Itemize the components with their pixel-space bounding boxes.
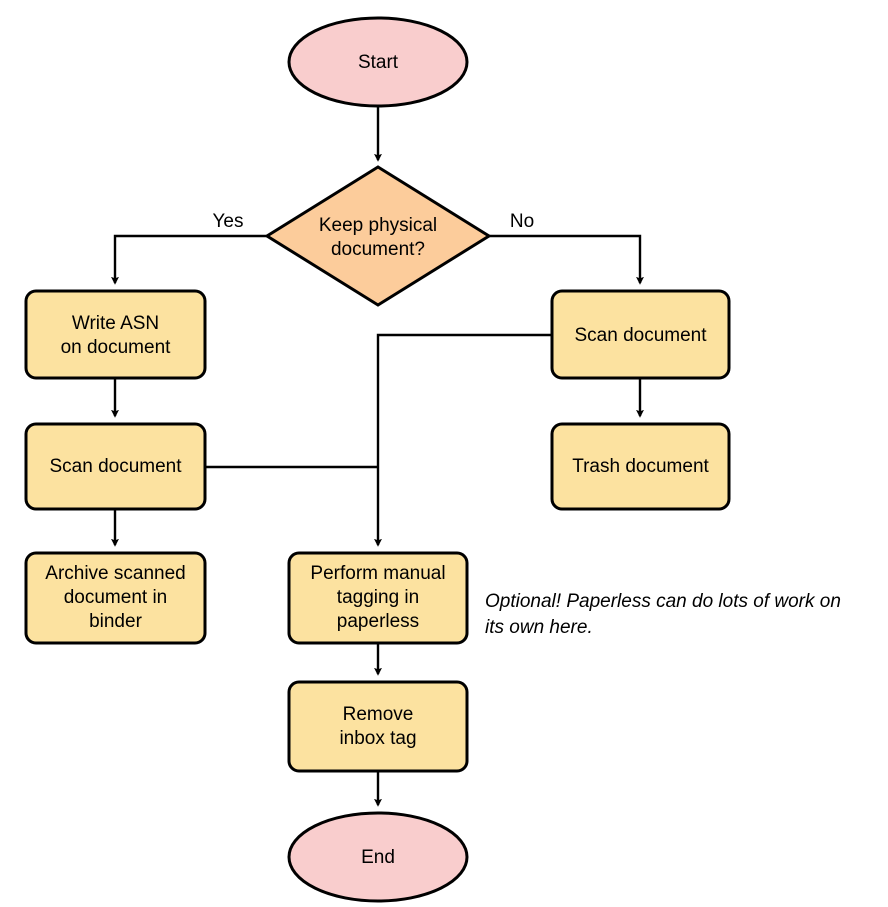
tagging-label-line2: tagging in bbox=[337, 587, 419, 608]
annotation-line2: its own here. bbox=[485, 617, 593, 638]
tagging-label-line3: paperless bbox=[337, 611, 419, 632]
remove-inbox-tag-box[interactable] bbox=[287, 680, 469, 773]
start-ellipse[interactable] bbox=[287, 16, 469, 108]
annotation-line1: Optional! Paperless can do lots of work … bbox=[485, 591, 841, 612]
scan-document-right-label: Scan document bbox=[574, 325, 707, 346]
node-archive-scanned-document[interactable]: Archive scanned document in binder bbox=[24, 551, 207, 645]
start-label: Start bbox=[358, 52, 399, 73]
decision-diamond[interactable] bbox=[264, 165, 492, 307]
annotation-optional-note: Optional! Paperless can do lots of work … bbox=[485, 591, 841, 638]
node-remove-inbox-tag[interactable]: Remove inbox tag bbox=[287, 680, 469, 773]
archive-box[interactable] bbox=[24, 551, 207, 645]
write-asn-box[interactable] bbox=[24, 289, 207, 380]
edge-label-no: No bbox=[510, 211, 534, 232]
node-decision-keep-physical-document[interactable]: Keep physical document? bbox=[264, 165, 492, 307]
scan-document-left-box[interactable] bbox=[24, 422, 207, 511]
decision-label-line2: document? bbox=[331, 239, 425, 260]
tagging-label-line1: Perform manual bbox=[310, 563, 445, 584]
edges-group bbox=[111, 106, 644, 807]
end-label: End bbox=[361, 847, 395, 868]
archive-label-line1: Archive scanned bbox=[45, 563, 185, 584]
node-end[interactable]: End bbox=[287, 811, 469, 903]
end-ellipse[interactable] bbox=[287, 811, 469, 903]
archive-label-line3: binder bbox=[89, 611, 142, 632]
trash-document-box[interactable] bbox=[550, 422, 731, 511]
remove-inbox-tag-label-line2: inbox tag bbox=[339, 728, 416, 749]
edge-decision-yes-to-write-asn bbox=[111, 234, 267, 285]
node-perform-manual-tagging[interactable]: Perform manual tagging in paperless bbox=[287, 551, 469, 645]
write-asn-label-line2: on document bbox=[61, 337, 172, 358]
node-write-asn-on-document[interactable]: Write ASN on document bbox=[24, 289, 207, 380]
remove-inbox-tag-label-line1: Remove bbox=[343, 704, 414, 725]
tagging-box[interactable] bbox=[287, 551, 469, 645]
decision-label-line1: Keep physical bbox=[319, 215, 437, 236]
trash-document-label: Trash document bbox=[572, 456, 709, 477]
write-asn-label-line1: Write ASN bbox=[72, 313, 159, 334]
scan-document-left-label: Scan document bbox=[49, 456, 182, 477]
node-trash-document[interactable]: Trash document bbox=[550, 422, 731, 511]
scan-document-right-box[interactable] bbox=[550, 289, 731, 380]
archive-label-line2: document in bbox=[64, 587, 168, 608]
edge-label-yes: Yes bbox=[213, 211, 244, 232]
edge-scan-right-to-tagging bbox=[374, 333, 552, 547]
node-start[interactable]: Start bbox=[287, 16, 469, 108]
node-scan-document-left[interactable]: Scan document bbox=[24, 422, 207, 511]
edge-decision-no-to-scan-right bbox=[489, 234, 644, 285]
node-scan-document-right[interactable]: Scan document bbox=[550, 289, 731, 380]
